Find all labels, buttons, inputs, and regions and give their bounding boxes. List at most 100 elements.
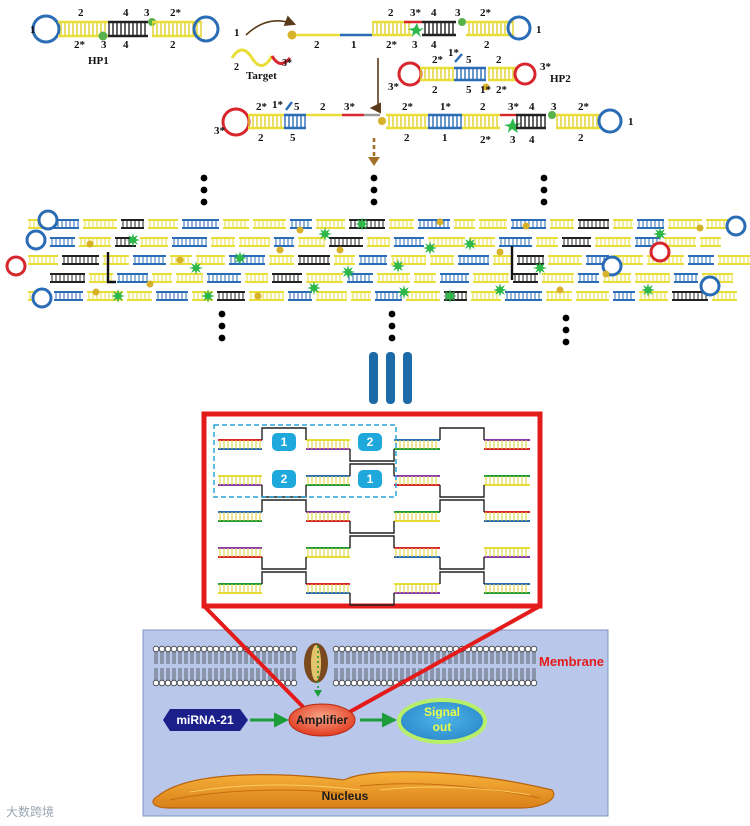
membrane-bilayer (152, 645, 538, 687)
network-segment (458, 255, 489, 265)
mirna-21-node: miRNA-21 (163, 709, 248, 731)
fluorescence-burst (318, 227, 332, 241)
network-segment (148, 219, 178, 229)
network-segment (62, 255, 99, 265)
svg-text:2*: 2* (170, 7, 182, 19)
lattice-crossover (261, 485, 307, 498)
fluorophore-bead (276, 246, 284, 254)
lattice-duplex (484, 475, 530, 486)
svg-text:1*: 1* (480, 84, 492, 96)
lattice-crossover (261, 427, 307, 440)
lipid (362, 645, 370, 687)
svg-text:miRNA-21: miRNA-21 (176, 713, 234, 727)
lipid (284, 645, 292, 687)
svg-text:3*: 3* (282, 58, 292, 69)
lipid (518, 645, 526, 687)
target-strand: 2 3* Target 1 (230, 15, 297, 82)
watermark: 大数跨境 (6, 805, 55, 819)
equivalence-bars (369, 352, 412, 404)
network-segment (229, 255, 265, 265)
fluorophore-bead (92, 288, 100, 296)
network-segment (479, 219, 507, 229)
hp1-hairpin: 1 2 2* 3 4 4 3 2* 2 HP1 (30, 7, 220, 67)
network-segment (613, 291, 635, 301)
network-segment (639, 291, 668, 301)
fluorescence-burst (341, 265, 355, 279)
lattice-duplex (218, 439, 262, 450)
svg-text:2: 2 (484, 39, 490, 51)
network-segment (550, 219, 574, 229)
network-segment (79, 237, 111, 247)
network-segment (329, 237, 363, 247)
fluorophore-bead (522, 222, 530, 230)
lattice-duplex (394, 475, 440, 486)
network-segment (505, 291, 542, 301)
nucleus-label: Nucleus (322, 789, 369, 803)
network-segment (440, 273, 469, 283)
network-segment (50, 237, 75, 247)
svg-text:Signal: Signal (424, 705, 460, 719)
lipid (332, 645, 340, 687)
fluorescence-burst (307, 281, 321, 295)
fluorophore-bead (602, 270, 610, 278)
lipid (194, 645, 202, 687)
network-segment (140, 237, 168, 247)
svg-text:2*: 2* (432, 54, 444, 66)
network-segment (389, 219, 414, 229)
network-segment (375, 291, 402, 301)
lipid (350, 645, 358, 687)
svg-text:2: 2 (78, 7, 84, 19)
lipid (290, 645, 298, 687)
svg-text:2: 2 (170, 39, 176, 51)
lattice-duplex (306, 439, 350, 450)
network-segment (245, 273, 268, 283)
svg-text:Amplifier: Amplifier (296, 713, 348, 727)
membrane-channel (304, 643, 328, 697)
network-segment (133, 255, 166, 265)
lipid (506, 645, 514, 687)
svg-text:4: 4 (529, 134, 535, 146)
network-segment (334, 255, 355, 265)
lipid (176, 645, 184, 687)
fluorescence-burst (126, 233, 140, 247)
network-segment (635, 273, 670, 283)
svg-text:2: 2 (314, 39, 320, 51)
network-segment (706, 219, 729, 229)
network-segment (347, 273, 373, 283)
lipid (422, 645, 430, 687)
lipid (524, 645, 532, 687)
network-segment (493, 255, 513, 265)
network-segment (406, 291, 440, 301)
lattice-duplex (394, 439, 440, 450)
fluorescence-burst (653, 227, 667, 241)
svg-text:3: 3 (551, 101, 557, 113)
fluorescence-burst (391, 259, 405, 273)
network-segment (298, 237, 325, 247)
svg-text:2*: 2* (74, 39, 86, 51)
network-segment (156, 291, 188, 301)
svg-text:5: 5 (290, 132, 296, 144)
network-loop (37, 209, 59, 231)
svg-text:2: 2 (388, 7, 394, 19)
svg-text:4: 4 (431, 7, 437, 19)
lattice-crossover (349, 463, 395, 476)
fluorescence-burst (533, 261, 547, 275)
network-segment (170, 255, 192, 265)
svg-text:2: 2 (404, 132, 410, 144)
svg-text:3*: 3* (410, 7, 422, 19)
svg-text:3*: 3* (388, 81, 400, 93)
network-segment (499, 237, 532, 247)
network-segment (513, 273, 538, 283)
badge-1b: 1 (358, 470, 382, 488)
lattice-duplex (484, 511, 530, 522)
network-segment (473, 273, 509, 283)
svg-text:4: 4 (123, 39, 129, 51)
svg-text:1*: 1* (448, 47, 460, 59)
fluorophore-bead (86, 240, 94, 248)
svg-text:2*: 2* (496, 84, 508, 96)
nucleus: Nucleus (152, 771, 555, 809)
lipid (488, 645, 496, 687)
lipid (368, 645, 376, 687)
badge-2a: 2 (358, 433, 382, 451)
